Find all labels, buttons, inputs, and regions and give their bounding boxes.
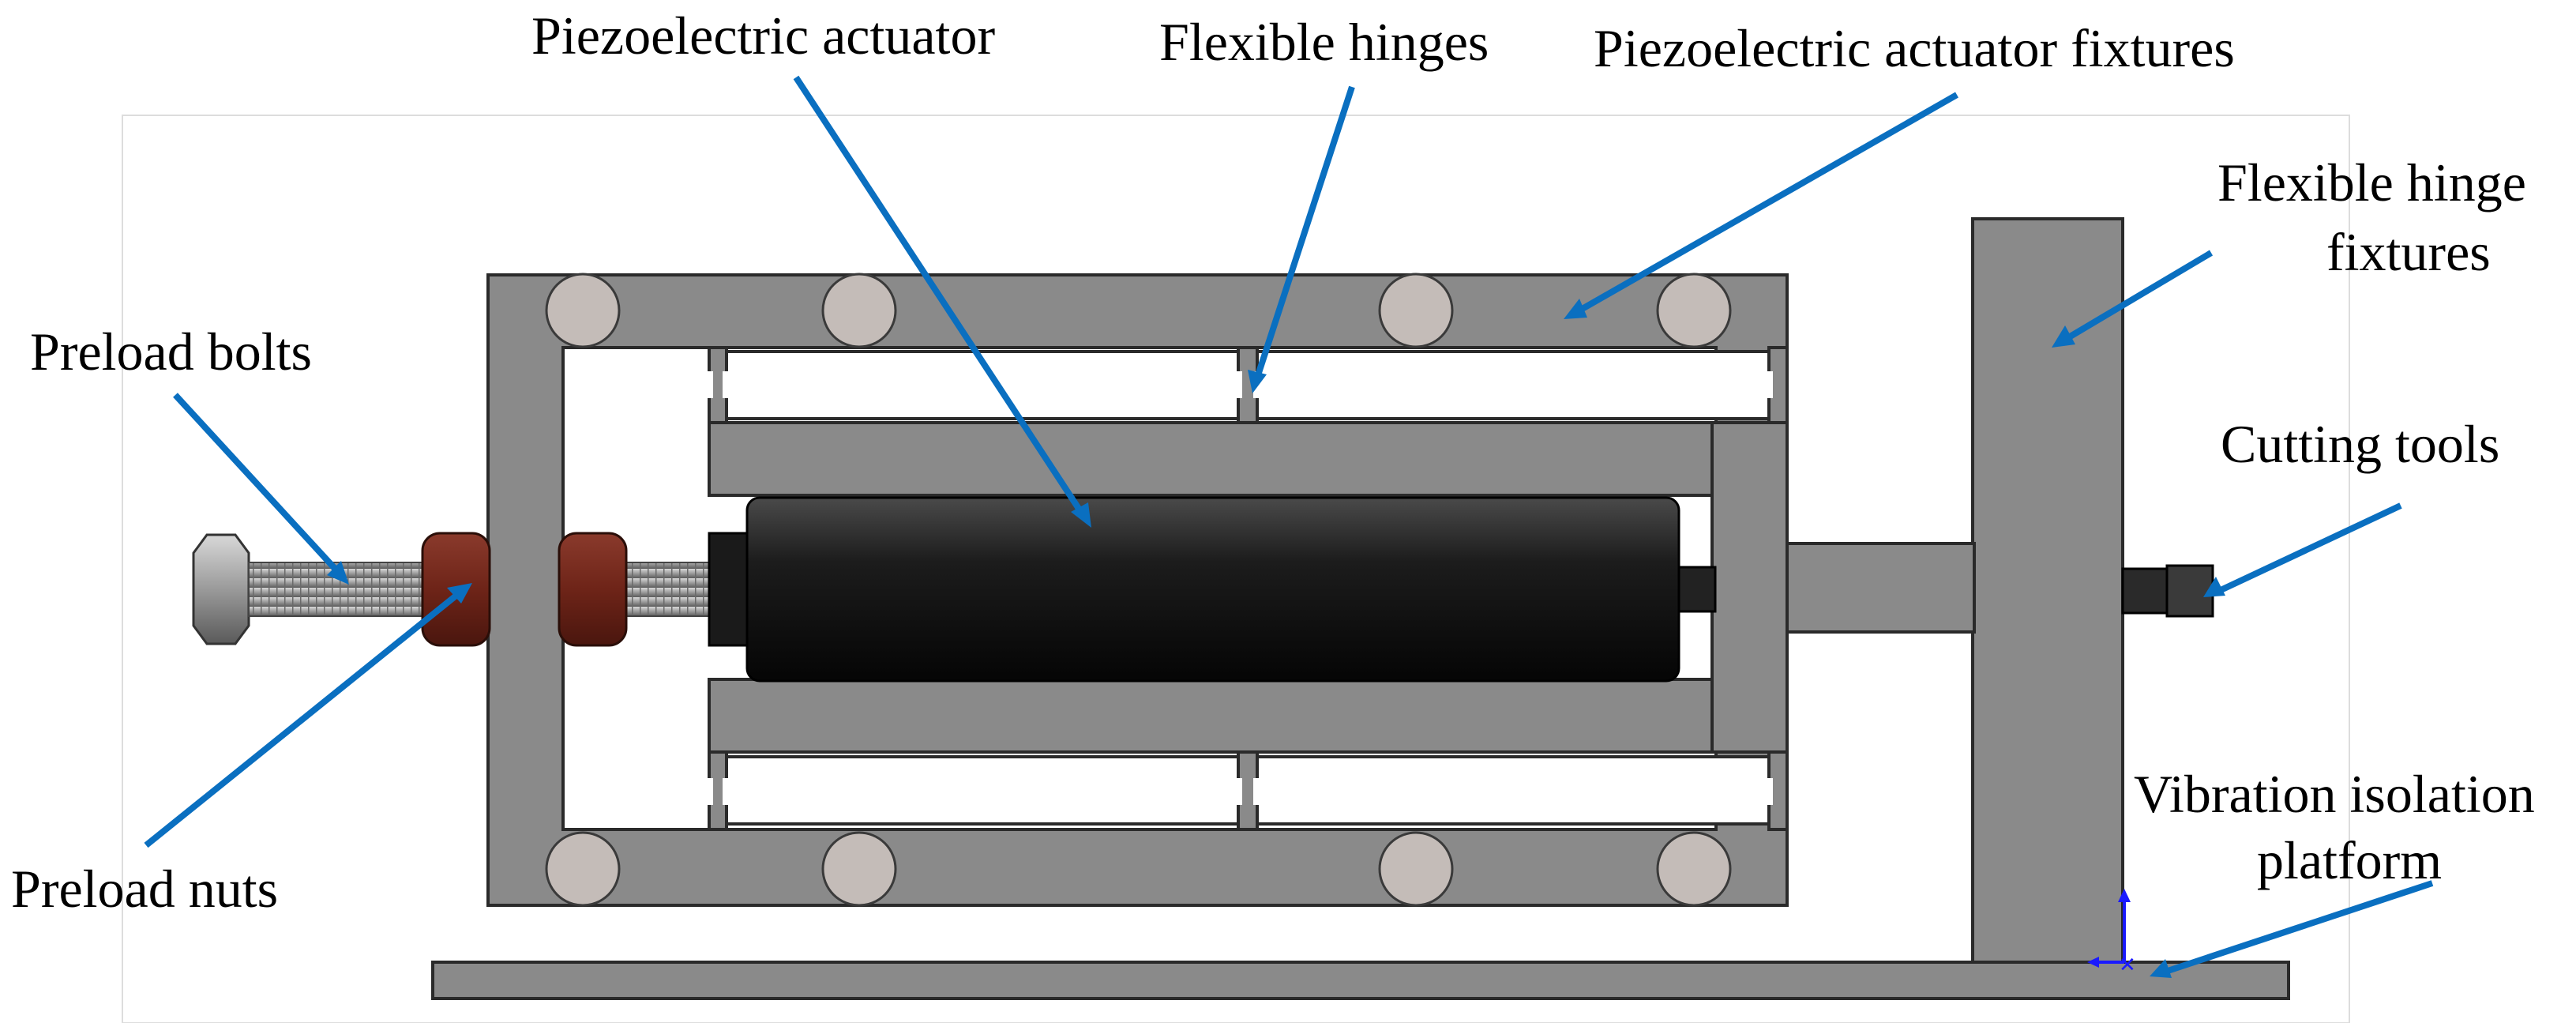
vibration-isolation-platform [431,961,2290,1000]
label-piezoelectric-actuator-fixtures: Piezoelectric actuator fixtures [1594,18,2235,78]
label-preload-nuts: Preload nuts [11,859,278,919]
actuator-right-cap [1674,566,1717,613]
label-piezoelectric-actuator: Piezoelectric actuator [531,6,995,66]
label-preload-bolts: Preload bolts [30,322,312,382]
svg-text:✕: ✕ [2119,953,2136,977]
origin-triad-icon: ✕ [2087,889,2136,977]
fixture-bolt-heads [545,273,1732,907]
piezoelectric-actuator-body [745,496,1680,683]
label-vibration-isolation-platform-line1: Vibration isolation [2134,764,2535,824]
output-stem [1785,542,1976,634]
actuator-left-cap [708,532,749,647]
label-flexible-hinges: Flexible hinges [1159,12,1489,72]
label-vibration-isolation-platform-line2: platform [2257,830,2442,890]
label-cutting-tools: Cutting tools [2221,414,2499,474]
label-flexible-hinge-fixtures-line1: Flexible hinge [2217,152,2526,212]
callout-arrows [144,75,2434,978]
flexible-hinge-fixture-plate [1971,217,2124,964]
cutting-tool [2121,564,2214,618]
label-flexible-hinge-fixtures-line2: fixtures [2326,222,2491,282]
